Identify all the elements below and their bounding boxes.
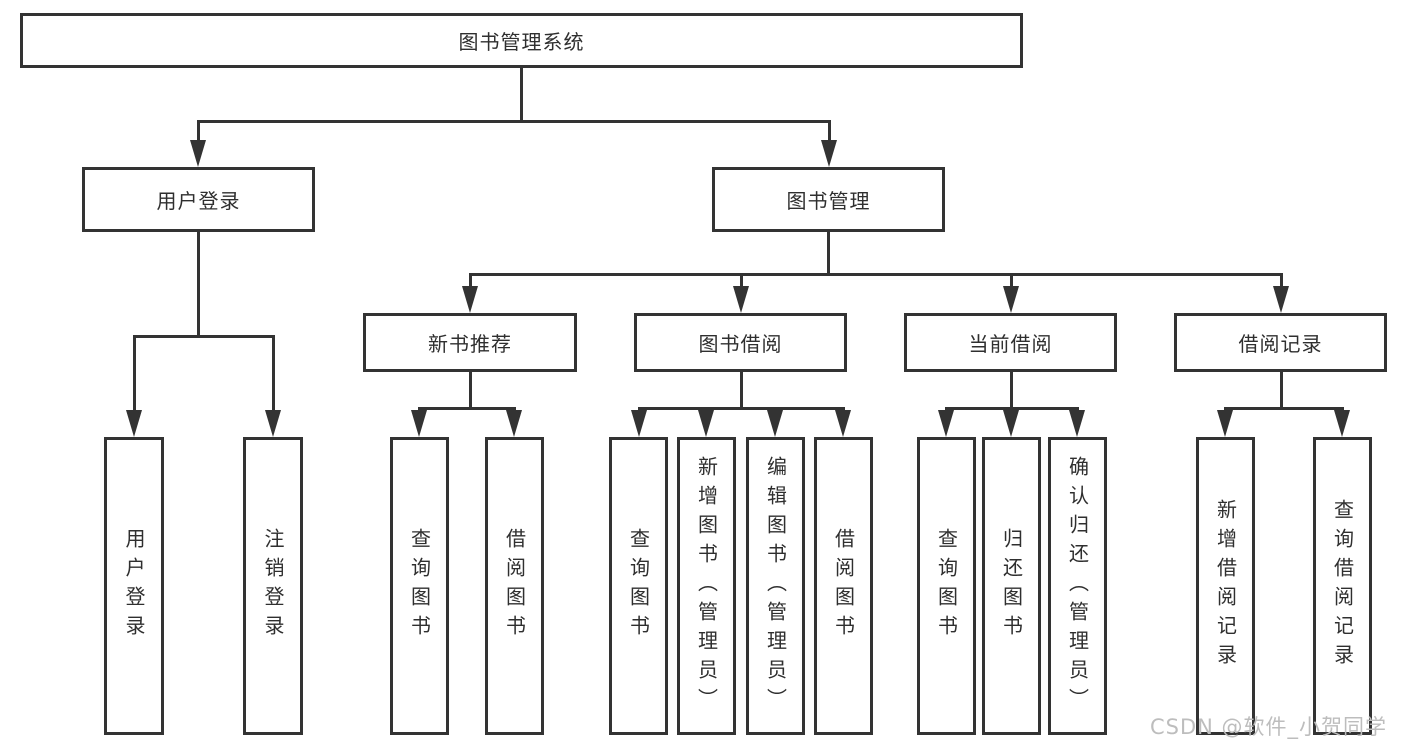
connector-stem-book-borrowing: [740, 372, 743, 407]
connector-stem-user-login: [197, 232, 200, 335]
arrow-down-icon: [126, 410, 142, 437]
arrow-down-icon: [821, 140, 837, 167]
leaf-query-books-recommend-label: 查询图书: [407, 528, 432, 644]
node-user-login-label: 用户登录: [156, 189, 241, 213]
connector-drop: [1280, 273, 1283, 291]
leaf-add-borrow-record: 新增借阅记录: [1196, 437, 1255, 735]
node-book-management-label: 图书管理: [786, 189, 871, 213]
arrow-down-icon: [506, 410, 522, 437]
leaf-query-borrow-record-label: 查询借阅记录: [1330, 499, 1355, 673]
connector-drop: [740, 273, 743, 291]
leaf-edit-book-admin: 编辑图书（管理员）: [746, 437, 805, 735]
leaf-query-books-current: 查询图书: [917, 437, 976, 735]
arrow-down-icon: [698, 410, 714, 437]
leaf-confirm-return-admin-label: 确认归还（管理员）: [1065, 455, 1090, 717]
leaf-query-books-borrowing-label: 查询图书: [626, 528, 651, 644]
node-root: 图书管理系统: [20, 13, 1023, 68]
node-book-borrowing: 图书借阅: [634, 313, 847, 372]
arrow-down-icon: [835, 410, 851, 437]
leaf-add-borrow-record-label: 新增借阅记录: [1213, 499, 1238, 673]
node-book-borrowing-label: 图书借阅: [698, 332, 783, 356]
connector-stem-root: [520, 68, 523, 120]
connector-stem-current-borrowing: [1010, 372, 1013, 407]
node-user-login: 用户登录: [82, 167, 315, 232]
arrow-down-icon: [1069, 410, 1085, 437]
leaf-confirm-return-admin: 确认归还（管理员）: [1048, 437, 1107, 735]
leaf-return-books-label: 归还图书: [999, 528, 1024, 644]
node-book-management: 图书管理: [712, 167, 945, 232]
arrow-down-icon: [462, 286, 478, 313]
connector-stem-borrowing-records: [1280, 372, 1283, 407]
arrow-down-icon: [1003, 410, 1019, 437]
arrow-down-icon: [1273, 286, 1289, 313]
leaf-add-book-admin-label: 新增图书（管理员）: [694, 455, 719, 717]
connector-bus-user-login: [133, 335, 274, 338]
leaf-query-books-recommend: 查询图书: [390, 437, 449, 735]
arrow-down-icon: [1217, 410, 1233, 437]
arrow-down-icon: [938, 410, 954, 437]
node-root-label: 图书管理系统: [458, 30, 585, 54]
leaf-logout-label: 注销登录: [261, 528, 285, 644]
leaf-borrow-books-recommend: 借阅图书: [485, 437, 544, 735]
connector-drop: [1010, 273, 1013, 291]
leaf-query-borrow-record: 查询借阅记录: [1313, 437, 1372, 735]
connector-drop: [133, 335, 136, 415]
node-borrowing-records: 借阅记录: [1174, 313, 1387, 372]
arrow-down-icon: [190, 140, 206, 167]
connector-drop: [828, 120, 831, 145]
leaf-return-books: 归还图书: [982, 437, 1041, 735]
connector-bus-new-book-recommend: [418, 407, 516, 410]
connector-drop: [197, 120, 200, 145]
leaf-borrow-books-borrowing: 借阅图书: [814, 437, 873, 735]
arrow-down-icon: [265, 410, 281, 437]
arrow-down-icon: [1334, 410, 1350, 437]
connector-bus-root: [197, 120, 831, 123]
connector-stem-book-management: [827, 232, 830, 273]
leaf-edit-book-admin-label: 编辑图书（管理员）: [763, 455, 788, 717]
leaf-borrow-books-borrowing-label: 借阅图书: [831, 528, 856, 644]
node-current-borrowing: 当前借阅: [904, 313, 1117, 372]
arrow-down-icon: [733, 286, 749, 313]
arrow-down-icon: [411, 410, 427, 437]
leaf-borrow-books-recommend-label: 借阅图书: [502, 528, 527, 644]
arrow-down-icon: [767, 410, 783, 437]
leaf-user-login: 用户登录: [104, 437, 164, 735]
arrow-down-icon: [631, 410, 647, 437]
connector-drop: [272, 335, 275, 415]
connector-bus-book-borrowing: [638, 407, 845, 410]
leaf-logout: 注销登录: [243, 437, 303, 735]
connector-bus-borrowing-records: [1224, 407, 1344, 410]
connector-stem-new-book-recommend: [469, 372, 472, 407]
leaf-query-books-borrowing: 查询图书: [609, 437, 668, 735]
node-new-book-recommend-label: 新书推荐: [428, 332, 512, 356]
leaf-query-books-current-label: 查询图书: [934, 528, 959, 644]
leaf-user-login-label: 用户登录: [122, 528, 146, 644]
connector-bus-book-management: [469, 273, 1282, 276]
node-borrowing-records-label: 借阅记录: [1238, 332, 1323, 356]
leaf-add-book-admin: 新增图书（管理员）: [677, 437, 736, 735]
connector-drop: [469, 273, 472, 291]
arrow-down-icon: [1003, 286, 1019, 313]
csdn-watermark: CSDN @软件_小贺同学: [1150, 715, 1388, 739]
node-new-book-recommend: 新书推荐: [363, 313, 577, 372]
node-current-borrowing-label: 当前借阅: [968, 332, 1053, 356]
